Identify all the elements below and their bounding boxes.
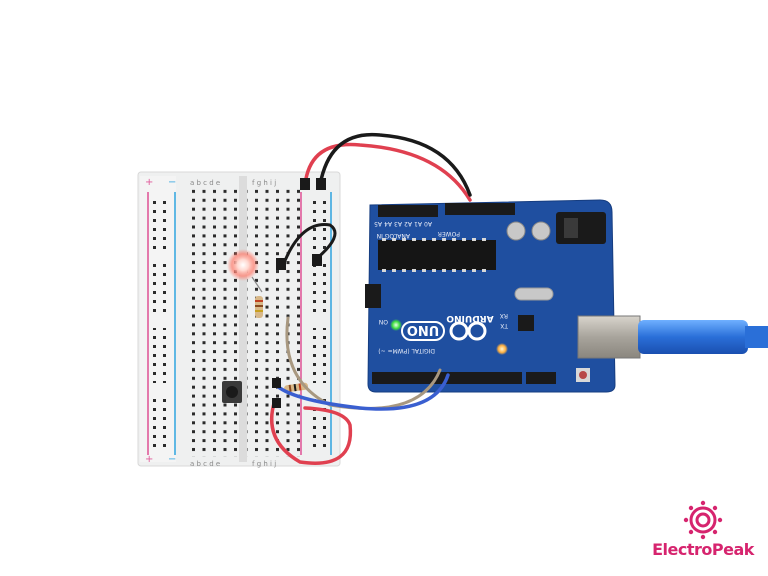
tx-label: TX: [500, 322, 509, 329]
electropeak-gear-icon: [683, 500, 723, 540]
resistor-led: [251, 276, 263, 318]
svg-text:a b c d e: a b c d e: [190, 460, 220, 468]
rail-minus-symbol: −: [168, 177, 176, 188]
analog-pin-labels: A5 A4 A3 A2 A1 A0: [374, 220, 432, 227]
svg-text:A4: A4: [384, 220, 392, 227]
svg-text:f g h i j: f g h i j: [252, 460, 276, 468]
red-led: [227, 249, 259, 281]
arduino-brand-label: ARDUINO: [446, 313, 494, 323]
rail-plus-symbol: +: [145, 177, 153, 188]
power-label: POWER: [438, 230, 460, 237]
svg-text:A5: A5: [374, 220, 382, 227]
arduino-uno-board: A5 A4 A3 A2 A1 A0 ANALOG IN POWER ON UNO: [365, 199, 616, 393]
svg-text:A3: A3: [394, 220, 402, 227]
svg-text:a b c d e: a b c d e: [190, 179, 220, 187]
rx-label: RX: [500, 312, 508, 319]
svg-text:f g h i j: f g h i j: [252, 179, 276, 187]
analog-in-label: ANALOG IN: [377, 232, 410, 239]
usb-cable: [577, 315, 768, 359]
svg-text:+: +: [145, 454, 153, 465]
electropeak-logo: ElectroPeak: [648, 500, 758, 570]
digital-label: DIGITAL (PWM= ~): [378, 347, 435, 354]
svg-text:A2: A2: [404, 220, 412, 227]
push-button: [222, 381, 242, 403]
breadboard: + − a b c d e f g h i j + − a b c d e f …: [137, 171, 341, 468]
svg-text:−: −: [168, 454, 176, 465]
uno-label: UNO: [407, 322, 440, 337]
brand-name: ElectroPeak: [652, 540, 754, 559]
on-label: ON: [379, 318, 388, 325]
svg-text:A0: A0: [424, 220, 432, 227]
jumper-wires: [269, 132, 472, 465]
svg-text:A1: A1: [414, 220, 422, 227]
